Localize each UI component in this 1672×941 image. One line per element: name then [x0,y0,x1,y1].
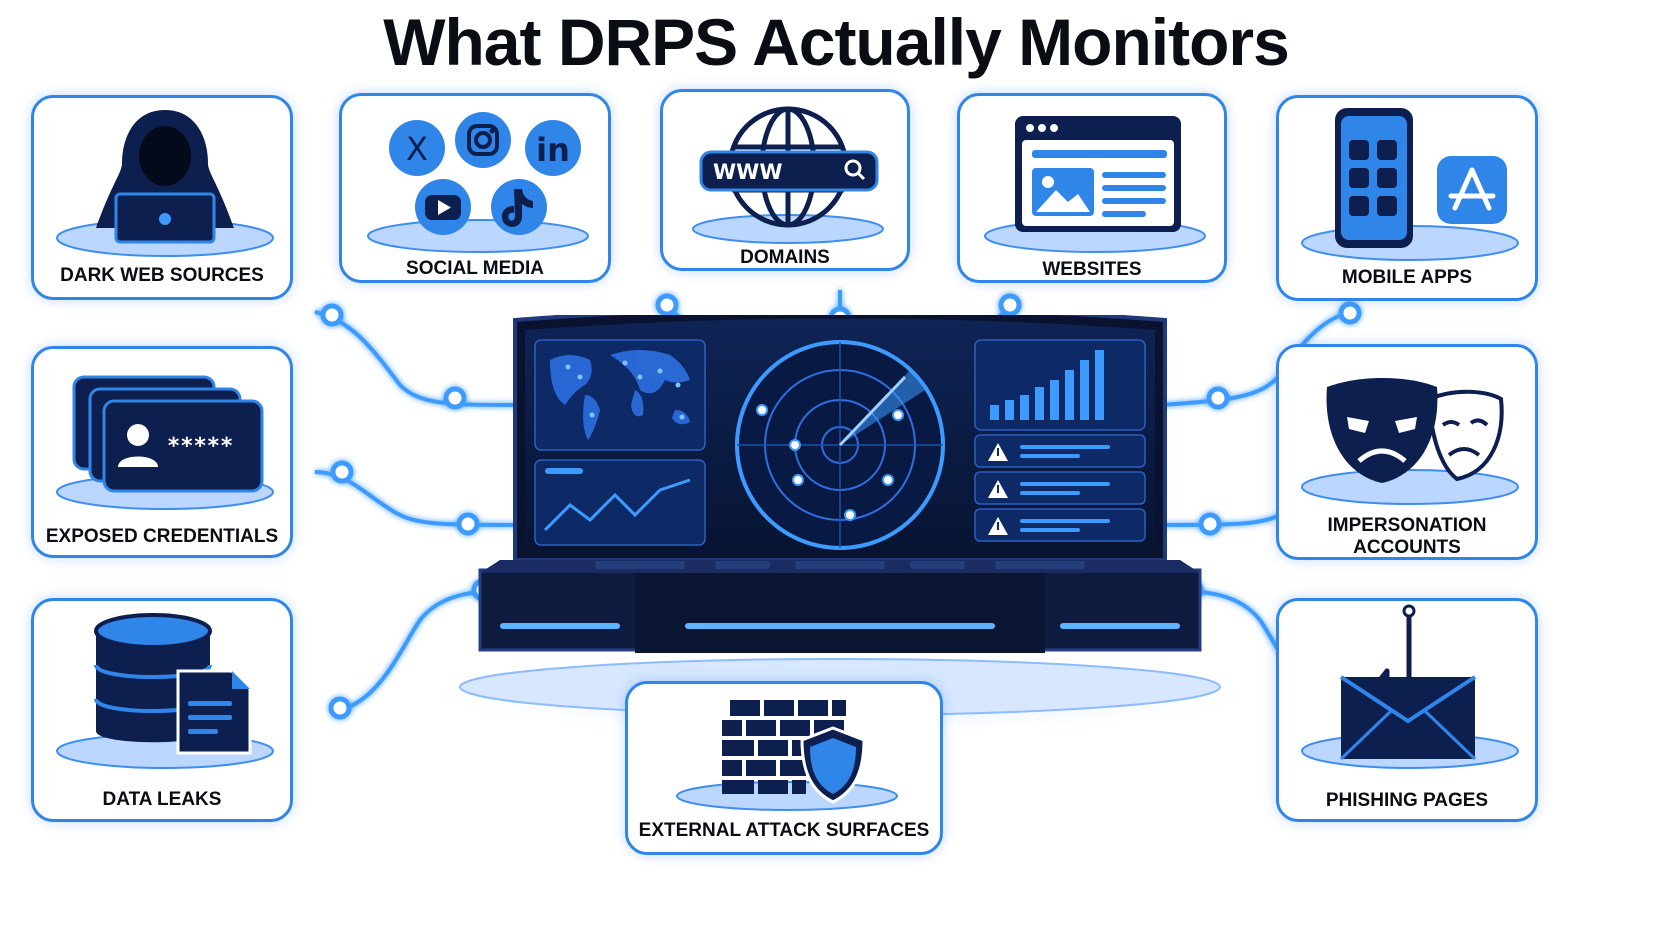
exposed-credentials-card: ***** EXPOSED CREDENTIALS [31,346,293,558]
x-logo-icon: X [389,120,445,176]
fishhook-envelope-icon [1301,604,1519,769]
domains-card: WWW DOMAINS [660,89,910,271]
linkedin-logo-icon: in [525,120,581,176]
external-attack-surfaces-card: EXTERNAL ATTACK SURFACES [625,681,943,855]
social-logos-icon: X in [367,112,589,253]
smartphone-icon [1301,108,1519,261]
card-label: DATA LEAKS [102,789,222,810]
firewall-shield-icon [676,700,898,811]
connector-node [320,303,344,327]
masked-password: ***** [167,434,233,459]
card-label: PHISHING PAGES [1325,790,1489,811]
connector-node [998,293,1022,317]
monitoring-console-icon [430,315,1250,733]
card-label: MOBILE APPS [1341,267,1473,288]
svg-text:in: in [536,131,570,169]
page-title: What DRPS Actually Monitors [383,5,1290,79]
browser-window-icon [984,116,1206,253]
search-text: WWW [713,160,783,184]
instagram-logo-icon [455,112,511,168]
tiktok-logo-icon [491,179,547,235]
dark-web-sources-card: DARK WEB SOURCES [31,95,293,300]
database-icon [56,613,274,769]
card-label: DOMAINS [740,247,830,268]
card-label: IMPERSONATION [1327,515,1487,536]
svg-text:X: X [406,130,428,168]
card-label: DARK WEB SOURCES [60,265,264,286]
app-store-icon [1437,156,1507,224]
card-label: EXTERNAL ATTACK SURFACES [638,820,930,841]
connector-node [655,293,679,317]
card-label: SOCIAL MEDIA [406,258,544,279]
mobile-apps-card: MOBILE APPS [1276,95,1538,301]
card-label: EXPOSED CREDENTIALS [45,526,279,547]
impersonation-accounts-card: IMPERSONATION ACCOUNTS [1276,344,1538,560]
connector-node [1338,301,1362,325]
theater-masks-icon [1301,378,1519,505]
credential-cards-icon: ***** [56,375,274,510]
search-icon [844,159,866,181]
card-label: ACCOUNTS [1353,537,1461,558]
connector-node [328,696,352,720]
card-label: WEBSITES [1042,259,1142,280]
data-leaks-card: DATA LEAKS [31,598,293,822]
websites-card: WEBSITES [957,93,1227,283]
connector-node [330,460,354,484]
phishing-pages-card: PHISHING PAGES [1276,598,1538,822]
hooded-hacker-icon [56,110,274,257]
youtube-logo-icon [415,179,471,235]
globe-icon: WWW [692,106,884,244]
social-media-card: X in SOCIAL MEDIA [339,93,611,283]
